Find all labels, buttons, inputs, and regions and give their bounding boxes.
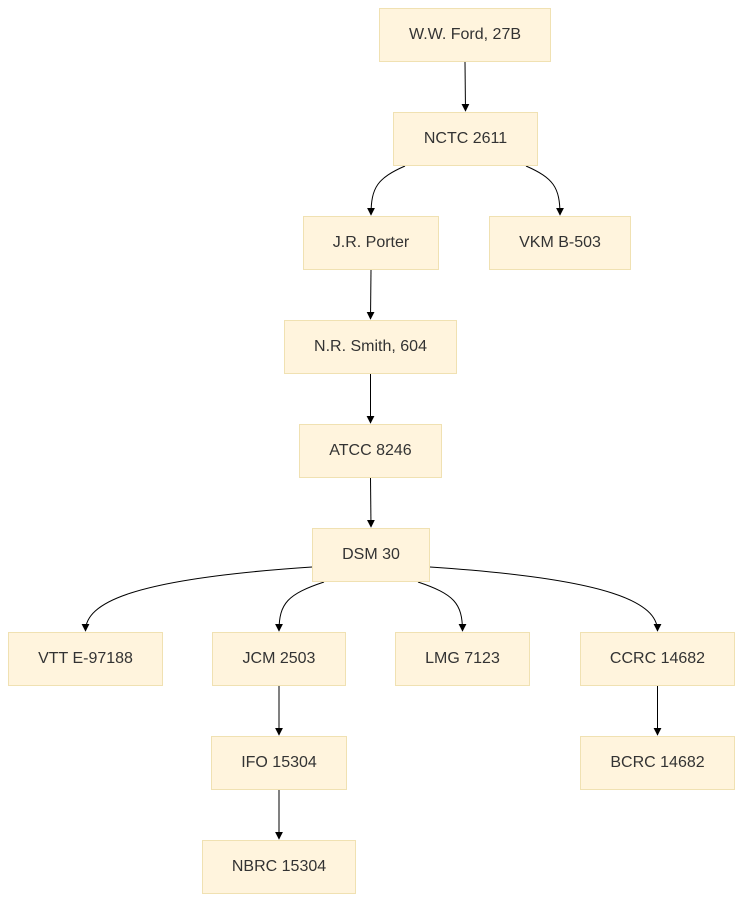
edge-ford-to-nctc (461, 61, 470, 112)
node-ww-ford: W.W. Ford, 27B (379, 8, 551, 62)
node-bcrc-14682: BCRC 14682 (580, 736, 735, 790)
node-atcc-8246: ATCC 8246 (299, 424, 442, 478)
node-jcm-2503: JCM 2503 (212, 632, 346, 686)
edge-dsm-to-vtt (81, 566, 313, 632)
node-ifo-15304: IFO 15304 (211, 736, 347, 790)
node-lmg-7123: LMG 7123 (395, 632, 530, 686)
node-dsm-30: DSM 30 (312, 528, 430, 582)
edge-nctc-to-vkm (525, 165, 564, 216)
node-vtt-e97188: VTT E-97188 (8, 632, 163, 686)
edge-dsm-to-jcm (275, 581, 325, 632)
edge-porter-to-smith (366, 269, 375, 320)
edge-atcc-to-dsm (366, 477, 375, 528)
node-jr-porter: J.R. Porter (303, 216, 439, 270)
edge-dsm-to-ccrc (429, 566, 662, 632)
node-ccrc-14682: CCRC 14682 (580, 632, 735, 686)
edge-nctc-to-porter (367, 165, 406, 216)
node-nbrc-15304: NBRC 15304 (202, 840, 356, 894)
node-vkm-b503: VKM B-503 (489, 216, 631, 270)
node-nctc-2611: NCTC 2611 (393, 112, 538, 166)
edge-dsm-to-lmg (417, 581, 467, 632)
node-nr-smith: N.R. Smith, 604 (284, 320, 457, 374)
